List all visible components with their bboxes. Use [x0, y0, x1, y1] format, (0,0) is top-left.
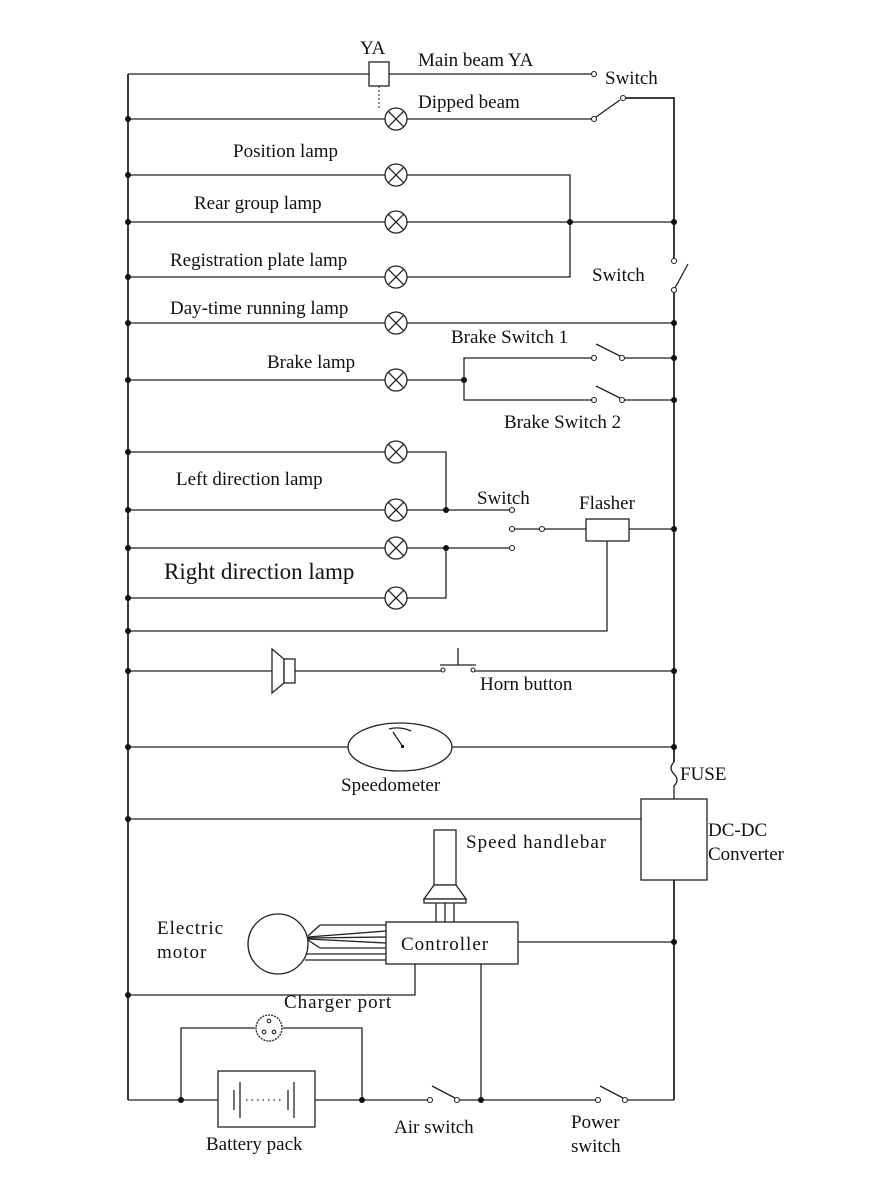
- speed-handlebar-label: Speed handlebar: [466, 832, 607, 853]
- relay-ya: [368, 61, 390, 87]
- brake-switch-2-blade: [595, 385, 621, 399]
- speedometer-circuit: Speedometer: [125, 722, 677, 796]
- daytime-running-lamp-label: Day-time running lamp: [170, 298, 348, 319]
- brake-lamp-label: Brake lamp: [267, 352, 355, 373]
- right-rear-direction-lamp-icon: [384, 586, 408, 610]
- dcdc-label-line1: DC-DC: [708, 820, 767, 841]
- speed-handlebar: Speed handlebar: [422, 829, 607, 922]
- controller-box: [385, 921, 519, 965]
- registration-plate-lamp-label: Registration plate lamp: [170, 250, 347, 271]
- right-bus-upper-wire: [623, 97, 675, 258]
- headlight-switch-label: Switch: [605, 68, 658, 89]
- electric-motor: Electric motor: [157, 913, 387, 975]
- turn-switch-label: Switch: [477, 488, 530, 509]
- right-front-direction-lamp-icon: [384, 536, 408, 560]
- dipped-beam-lamp-icon: [384, 107, 408, 131]
- horn-button-label: Horn button: [480, 674, 573, 695]
- position-lamp-label: Position lamp: [233, 141, 338, 162]
- right-direction-lamp-label: Right direction lamp: [164, 559, 354, 584]
- brake-switch-1-blade: [595, 343, 621, 357]
- position-lamp-circuit: Position lamp: [125, 141, 571, 278]
- charger-port-icon: [255, 1014, 283, 1042]
- daytime-running-lamp-circuit: Day-time running lamp: [125, 298, 677, 335]
- left-direction-lamp-label: Left direction lamp: [176, 469, 323, 490]
- battery-pack-label: Battery pack: [206, 1134, 303, 1155]
- turn-signal-switch: Switch Flasher: [125, 488, 677, 634]
- dipped-beam-label: Dipped beam: [418, 92, 520, 113]
- air-switch-blade: [431, 1085, 456, 1099]
- speedometer-icon: [347, 722, 453, 772]
- controller-label: Controller: [401, 934, 489, 955]
- horn-icon: [271, 647, 285, 695]
- light-switch-label: Switch: [592, 265, 645, 286]
- fuse-dcdc: FUSE DC-DC Converter: [125, 761, 785, 1100]
- speedometer-label: Speedometer: [341, 775, 441, 796]
- left-rear-direction-lamp-icon: [384, 498, 408, 522]
- main-switches: Air switch Power switch: [394, 1085, 674, 1157]
- left-front-direction-lamp-icon: [384, 440, 408, 464]
- main-beam-circuit: YA Main beam YA Switch: [128, 38, 658, 108]
- brake-switch-2-label: Brake Switch 2: [504, 412, 621, 433]
- brake-switch-1-label: Brake Switch 1: [451, 327, 568, 348]
- fuse-icon: [670, 761, 678, 799]
- dcdc-label-line2: Converter: [708, 844, 785, 865]
- rear-group-lamp-icon: [384, 210, 408, 234]
- air-switch-label: Air switch: [394, 1117, 474, 1138]
- battery-circuit: Battery pack: [128, 1014, 428, 1155]
- light-switch: Switch: [592, 257, 689, 294]
- position-lamp-icon: [384, 163, 408, 187]
- handlebar-grip-icon: [433, 829, 457, 886]
- registration-plate-lamp-icon: [384, 265, 408, 289]
- power-switch-label-line2: switch: [571, 1136, 621, 1157]
- electric-motor-label-line2: motor: [157, 942, 207, 963]
- battery-pack-box: [217, 1070, 316, 1128]
- registration-plate-lamp-circuit: Registration plate lamp: [125, 250, 408, 289]
- charger-port-label: Charger port: [284, 992, 392, 1013]
- dcdc-converter-box: [640, 798, 708, 881]
- right-direction-lamp-circuit: Right direction lamp: [125, 536, 516, 610]
- main-beam-label: Main beam YA: [418, 50, 534, 71]
- dipped-beam-circuit: Dipped beam: [125, 92, 627, 131]
- brake-lamp-circuit: Brake lamp Brake Switch 1 Brake Switch 2: [125, 327, 677, 433]
- flasher-box: [585, 518, 630, 542]
- flasher-label: Flasher: [579, 493, 636, 514]
- brake-lamp-icon: [384, 368, 408, 392]
- motor-icon: [247, 913, 309, 975]
- headlight-switch-blade: [595, 99, 621, 118]
- electric-motor-label-line1: Electric: [157, 918, 224, 939]
- rear-group-lamp-label: Rear group lamp: [194, 193, 322, 214]
- controller: Controller Charger port: [125, 921, 677, 1100]
- rear-group-lamp-circuit: Rear group lamp: [125, 193, 677, 234]
- power-switch-blade: [599, 1085, 624, 1099]
- left-direction-lamp-circuit: Left direction lamp: [125, 440, 516, 522]
- ya-label: YA: [360, 38, 386, 59]
- horn-circuit: Horn button: [125, 647, 677, 695]
- fuse-label: FUSE: [680, 764, 726, 785]
- power-switch-label-line1: Power: [571, 1112, 620, 1133]
- daytime-running-lamp-icon: [384, 311, 408, 335]
